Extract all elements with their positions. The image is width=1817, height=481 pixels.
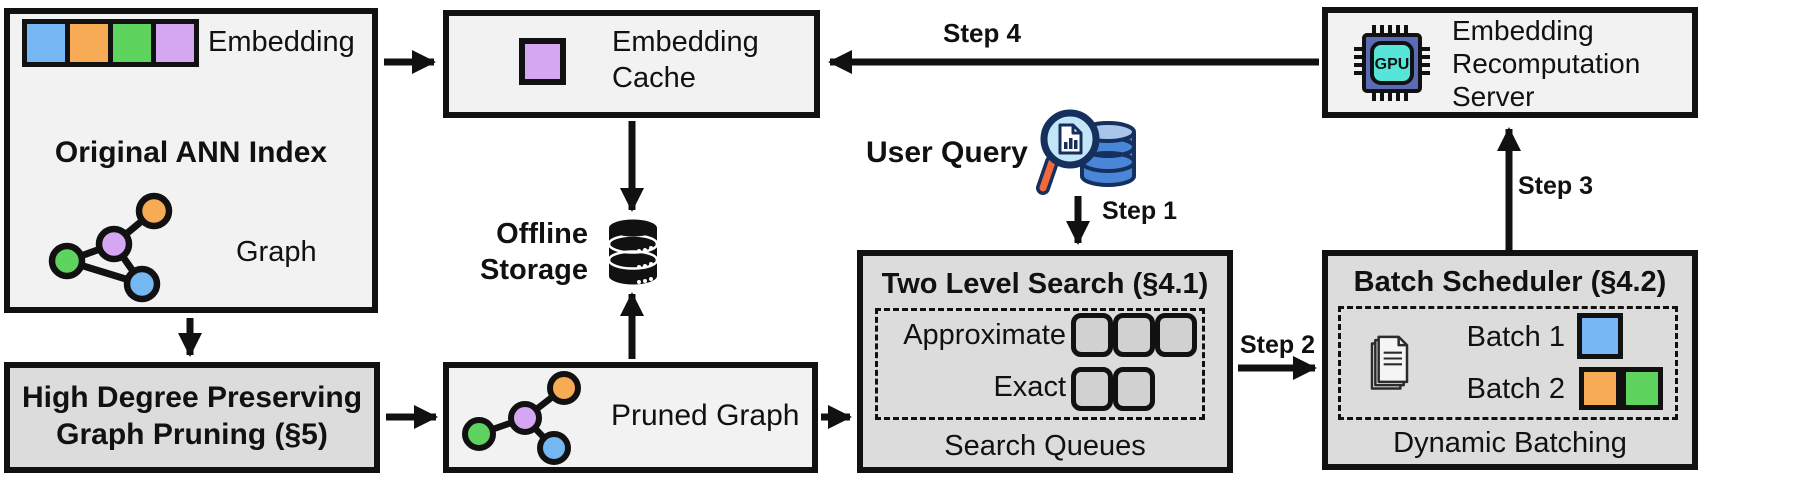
recomputation-server-title: Embedding Recomputation Server [1452, 15, 1641, 112]
queue-slot [1071, 313, 1113, 357]
approximate-queue-slots [1071, 313, 1197, 357]
embedding-vector-icon [22, 19, 199, 67]
batch1-item-blue [1577, 313, 1623, 359]
user-query-label: User Query [866, 136, 1028, 169]
search-queues-label: Search Queues [944, 430, 1146, 462]
pruned-graph-icon [462, 371, 581, 465]
graph-pruning-title: High Degree Preserving Graph Pruning (§5… [21, 381, 363, 451]
batch2-label: Batch 2 [1466, 373, 1565, 405]
step3-label: Step 3 [1518, 172, 1594, 200]
offline-storage-label: Offline Storage [480, 218, 588, 286]
batch1-label: Batch 1 [1466, 321, 1565, 353]
queue-slot [1113, 313, 1155, 357]
search-queues-panel: Approximate Exact [875, 308, 1205, 420]
embedding-cell-blue [27, 24, 65, 62]
step4-label: Step 4 [942, 18, 1022, 48]
pruned-graph-box: Pruned Graph [443, 362, 818, 473]
dynamic-batching-panel: Batch 1 Batch 2 [1338, 306, 1678, 420]
graph-label: Graph [236, 236, 317, 268]
two-level-search-box: Two Level Search (§4.1) Approximate Exac… [857, 250, 1233, 473]
batch-scheduler-box: Batch Scheduler (§4.2) Batch 1 Batch 2 [1322, 250, 1698, 470]
batch2-item-green [1621, 367, 1663, 410]
two-level-search-title: Two Level Search (§4.1) [881, 268, 1209, 300]
database-icon [607, 219, 659, 285]
approximate-label: Approximate [903, 319, 1066, 351]
gpu-label: GPU [1375, 56, 1410, 73]
dynamic-batching-label: Dynamic Batching [1393, 427, 1627, 459]
original-ann-index-box: Embedding Original ANN Index Graph [4, 8, 378, 313]
queue-slot [1071, 367, 1113, 411]
graph-icon [48, 192, 173, 303]
user-query-icon [1036, 109, 1136, 195]
exact-label: Exact [993, 371, 1066, 403]
recomputation-server-box: GPU Embedding Recomputation Server [1322, 7, 1698, 118]
batch2-item-orange [1579, 367, 1621, 410]
ann-index-title: Original ANN Index [54, 136, 328, 169]
step2-label: Step 2 [1240, 331, 1316, 359]
graph-pruning-box: High Degree Preserving Graph Pruning (§5… [4, 362, 380, 473]
batch-scheduler-title: Batch Scheduler (§4.2) [1353, 266, 1667, 298]
embedding-cache-box: Embedding Cache [443, 10, 820, 118]
exact-queue-slots [1071, 367, 1155, 411]
embedding-cell-purple [156, 24, 194, 62]
documents-icon [1370, 335, 1409, 390]
embedding-label: Embedding [208, 26, 355, 58]
embedding-cell-orange [70, 24, 108, 62]
gpu-icon: GPU [1354, 25, 1430, 101]
pruned-graph-label: Pruned Graph [611, 399, 800, 432]
embedding-cell-green [113, 24, 151, 62]
batch2-items [1579, 367, 1663, 410]
step1-label: Step 1 [1102, 197, 1178, 225]
embedding-cache-title: Embedding Cache [612, 26, 759, 94]
magnifier-icon [1036, 109, 1100, 195]
queue-slot [1113, 367, 1155, 411]
queue-slot [1155, 313, 1197, 357]
cached-embedding-icon [519, 38, 566, 85]
